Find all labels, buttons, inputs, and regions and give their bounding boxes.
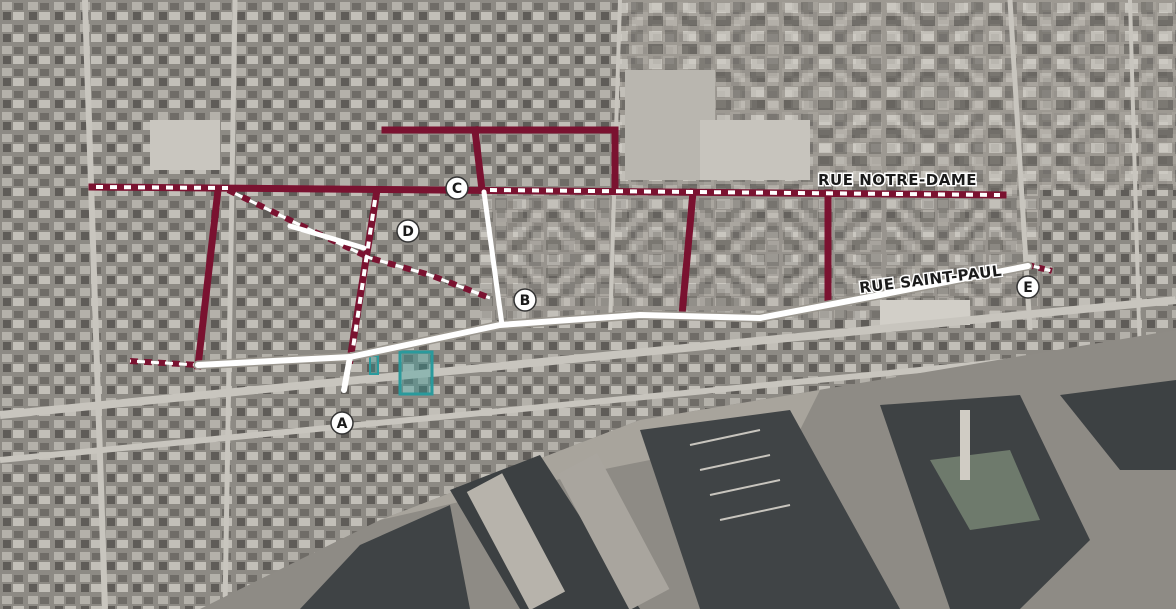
- route-dashed-west-stub: [129, 358, 199, 368]
- building: [700, 120, 810, 180]
- route-dashed-diagonal: [226, 187, 492, 301]
- piers: [466, 410, 1040, 609]
- water-basin-1: [300, 505, 470, 609]
- route-white-d: [287, 223, 367, 251]
- marker-d[interactable]: D: [396, 219, 420, 243]
- marker-c[interactable]: C: [445, 176, 469, 200]
- highlight-square-large: [398, 350, 434, 396]
- svg-text:D: D: [402, 224, 414, 240]
- route-cross-east-1: [678, 188, 697, 319]
- marina-docks: [689, 429, 791, 521]
- route-cross-west: [194, 186, 222, 370]
- svg-text:E: E: [1023, 280, 1033, 296]
- building: [150, 120, 220, 170]
- route-north-connector: [471, 126, 486, 194]
- route-white-ns-a: [341, 354, 353, 393]
- marker-e[interactable]: E: [1016, 275, 1040, 299]
- street-label-notre-dame: RUE NOTRE-DAME: [818, 171, 977, 189]
- water-basin-5: [1060, 380, 1176, 470]
- white-route-network: [193, 189, 1033, 393]
- route-north-loop: [381, 126, 619, 194]
- svg-text:B: B: [520, 293, 531, 309]
- marker-b[interactable]: B: [513, 288, 537, 312]
- svg-text:C: C: [452, 181, 462, 197]
- marker-a[interactable]: A: [330, 411, 354, 435]
- route-white-ns-c: [481, 189, 505, 328]
- svg-text:A: A: [337, 416, 348, 432]
- highlight-square-small: [369, 355, 379, 375]
- route-dashes: [95, 185, 1001, 356]
- urban-area-center: [480, 190, 1040, 320]
